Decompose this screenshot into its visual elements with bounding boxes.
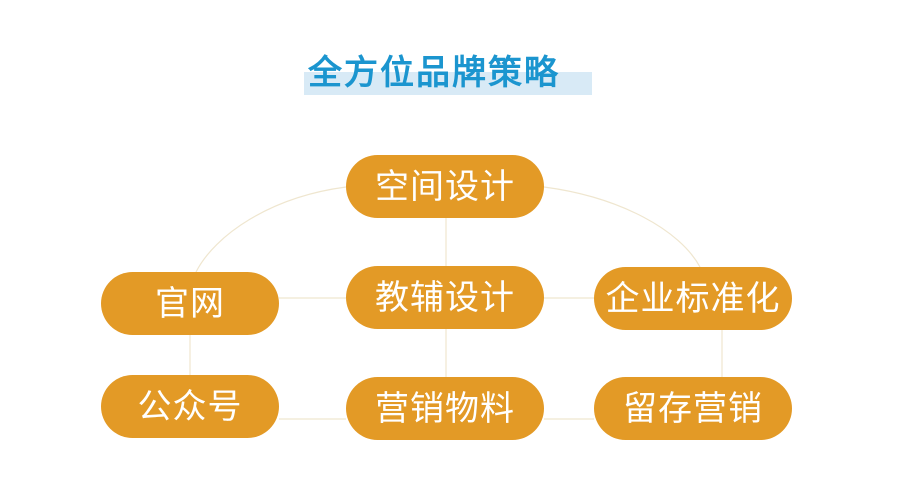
node-marketing-materials: 营销物料 [346, 377, 544, 440]
page-title: 全方位品牌策略 [308, 53, 560, 93]
title-highlight [304, 72, 592, 95]
node-teaching-aids: 教辅设计 [346, 266, 544, 329]
node-website: 官网 [101, 272, 279, 335]
node-retention-marketing: 留存营销 [594, 377, 792, 440]
connector-arc-left [195, 186, 347, 273]
node-corporate-vi: 企业标准化 [594, 267, 792, 330]
connector-arc-right [543, 186, 701, 268]
node-wechat-account: 公众号 [101, 375, 279, 438]
title-area: 全方位品牌策略 [304, 50, 594, 96]
node-space-design: 空间设计 [346, 155, 544, 218]
